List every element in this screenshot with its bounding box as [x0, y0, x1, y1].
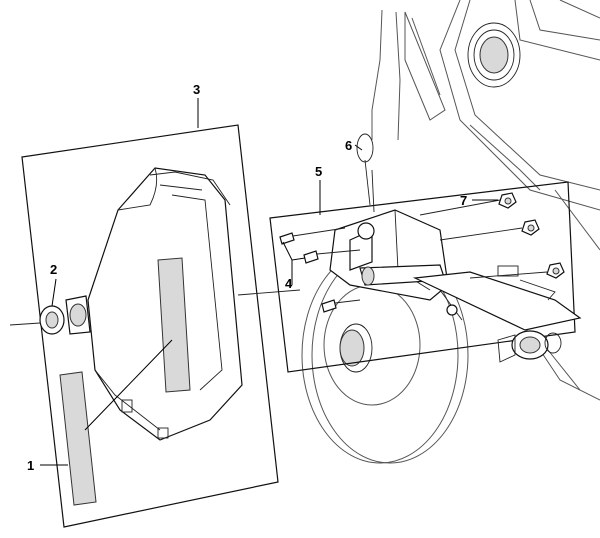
callout-5: 5 [315, 164, 322, 179]
bracket-assembly-outline [269, 181, 576, 373]
callout-numbers: 1 2 3 4 5 6 7 [27, 82, 467, 473]
grommet [39, 305, 65, 335]
nut-upper [419, 192, 517, 216]
nut-lower [469, 262, 565, 279]
bracket-assembly-group [269, 133, 582, 373]
drive-bushing [497, 330, 562, 363]
callout-6: 6 [345, 138, 352, 153]
tank-assembly-outline [21, 124, 279, 528]
fuel-tank [65, 167, 243, 441]
callout-7: 7 [460, 193, 467, 208]
bracket [329, 209, 582, 331]
tank-assembly-group [21, 124, 279, 528]
callout-3: 3 [193, 82, 200, 97]
callout-4: 4 [285, 276, 293, 291]
leader-lines [40, 98, 498, 466]
callout-2: 2 [50, 262, 57, 277]
round-cover [467, 22, 521, 88]
nut-middle [439, 219, 540, 241]
callout-1: 1 [27, 458, 34, 473]
bolt-middle [303, 249, 361, 264]
bolt-upper [279, 227, 346, 245]
tank-label [157, 257, 191, 393]
label-sticker [59, 371, 97, 506]
bolt-lower [321, 299, 361, 313]
lynch-pin [356, 133, 375, 213]
